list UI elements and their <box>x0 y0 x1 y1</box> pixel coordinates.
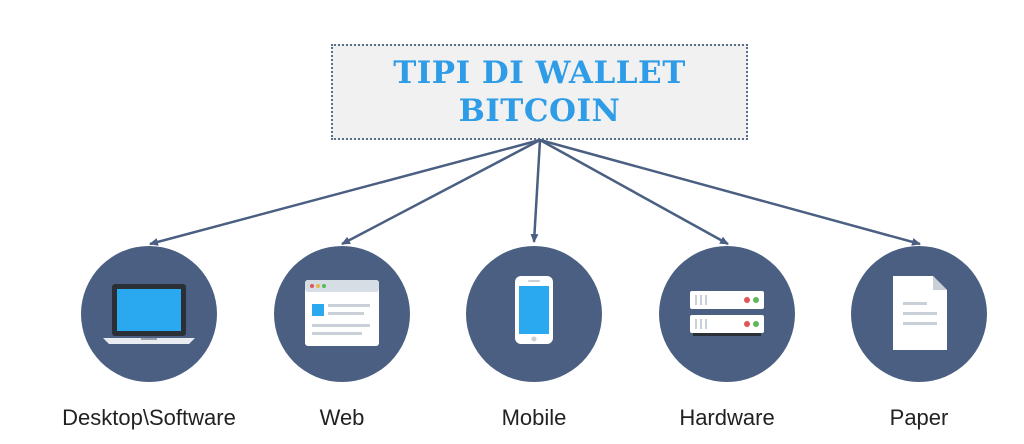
title-line-1: TIPI DI WALLET <box>393 55 686 91</box>
wallet-node-desktop <box>81 246 217 382</box>
wallet-label-web: Web <box>319 405 365 430</box>
wallet-node-mobile <box>466 246 602 382</box>
arrow-paper <box>539 138 921 246</box>
server-device-icon <box>690 291 764 336</box>
arrow-hardware <box>539 138 729 246</box>
wallet-node-hardware <box>659 246 795 382</box>
diagram-title-box: TIPI DI WALLET BITCOIN <box>331 44 748 140</box>
wallet-node-web <box>274 246 410 382</box>
document-icon <box>893 276 947 350</box>
wallet-label-hardware: Hardware <box>679 405 775 430</box>
wallet-node-paper <box>851 246 987 382</box>
arrow-web <box>341 138 541 246</box>
laptop-icon <box>103 284 195 344</box>
arrow-desktop <box>149 138 541 246</box>
wallet-label-desktop: Desktop\Software <box>62 405 236 430</box>
diagram-title: TIPI DI WALLET BITCOIN <box>393 54 686 130</box>
arrow-mobile <box>530 139 542 243</box>
title-line-2: BITCOIN <box>458 93 621 129</box>
wallet-label-paper: Paper <box>889 405 949 430</box>
browser-window-icon <box>305 280 379 346</box>
smartphone-icon <box>515 276 553 344</box>
wallet-label-mobile: Mobile <box>501 405 567 430</box>
